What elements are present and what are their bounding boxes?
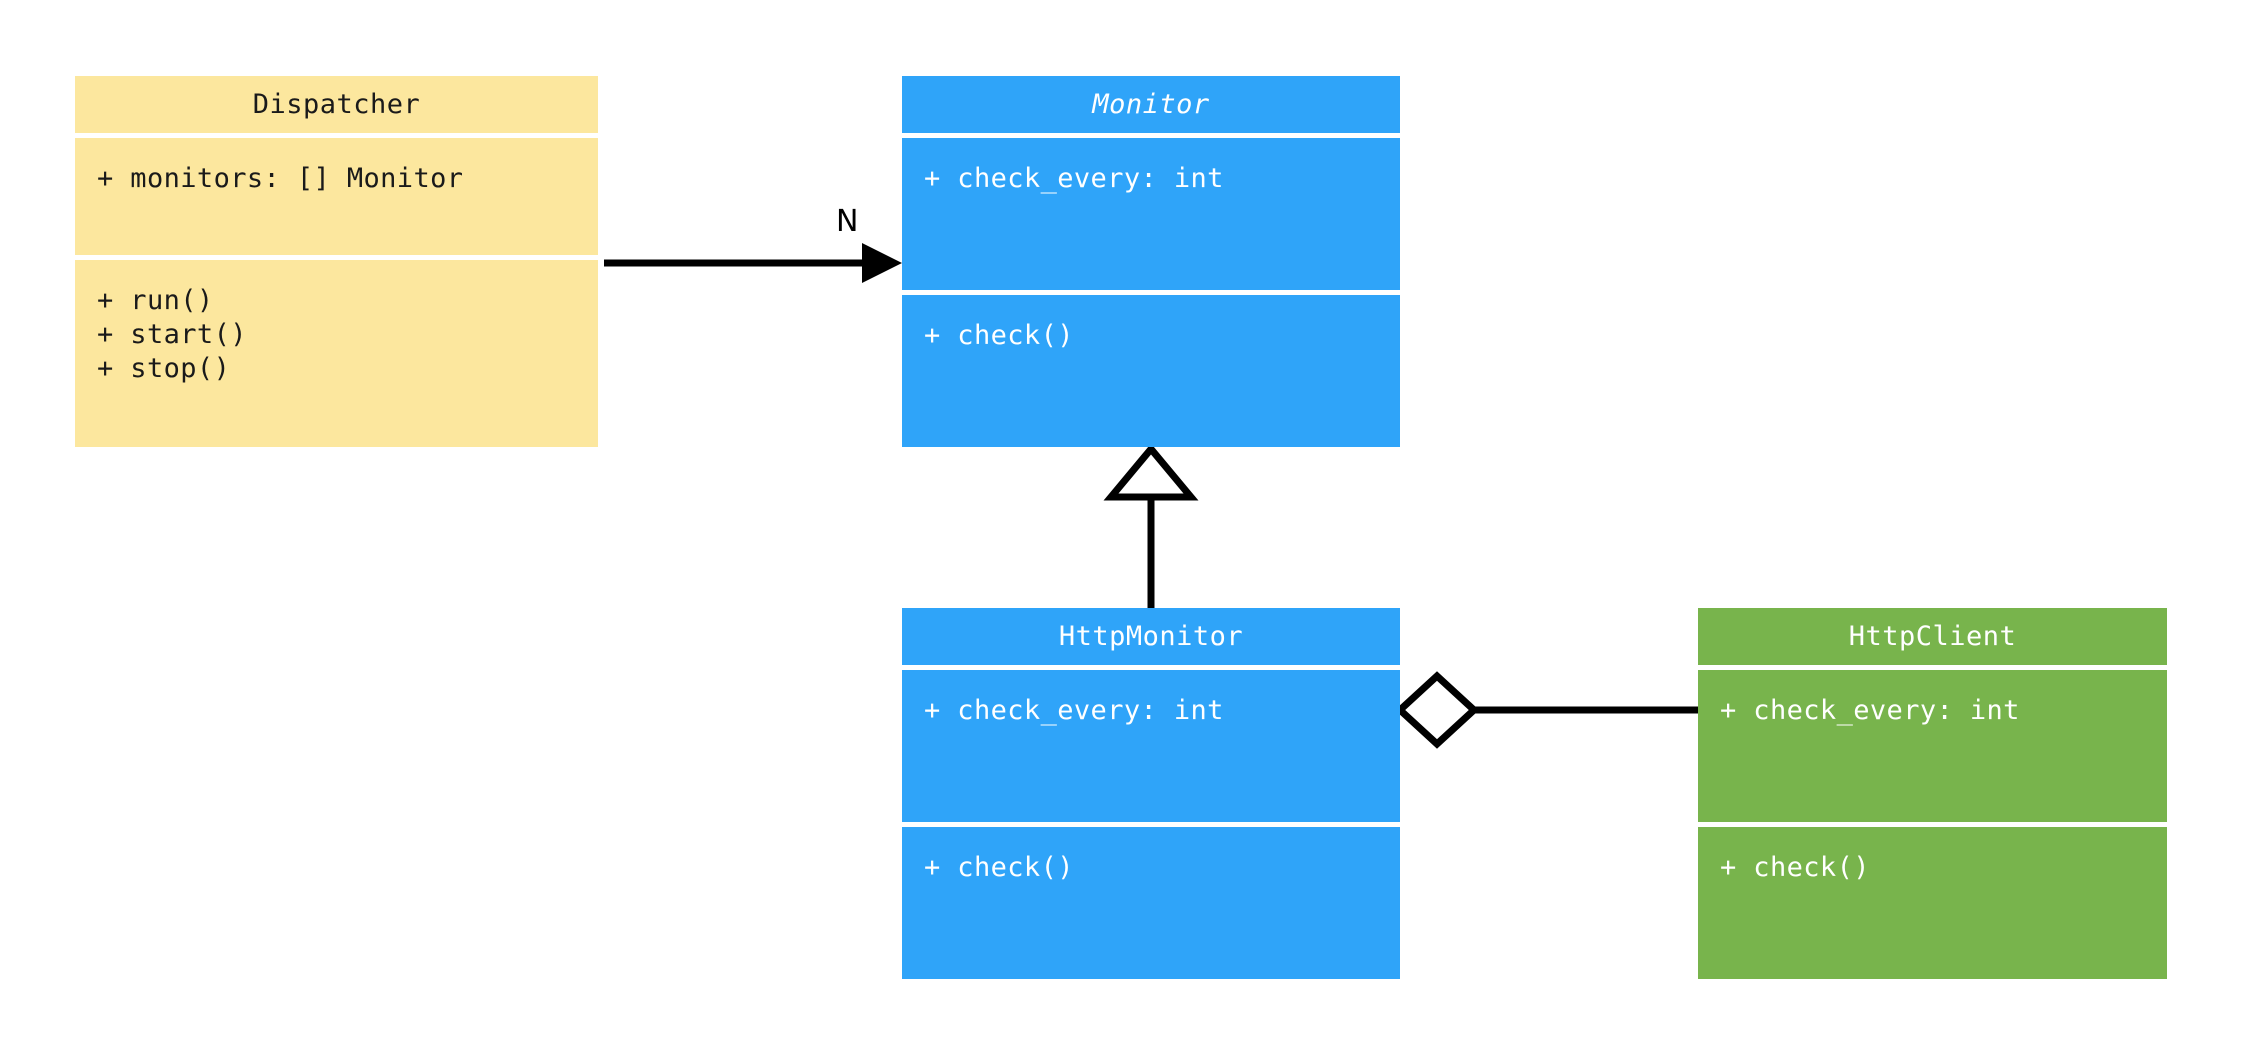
class-methods-dispatcher: + run() + start() + stop() [75,255,598,447]
class-methods-httpclient: + check() [1698,822,2167,979]
edge-label-multiplicity-n: N [836,204,859,239]
class-box-monitor[interactable]: Monitor + check_every: int + check() [902,76,1400,447]
class-box-httpmonitor[interactable]: HttpMonitor + check_every: int + check() [902,608,1400,979]
edge-httpmonitor-to-httpclient [1394,671,1698,749]
hollow-diamond-icon [1394,671,1480,749]
class-box-dispatcher[interactable]: Dispatcher + monitors: [] Monitor + run(… [75,76,598,447]
class-attributes-monitor: + check_every: int [902,133,1400,290]
filled-arrow-head-icon [862,243,902,283]
class-attributes-httpmonitor: + check_every: int [902,665,1400,822]
class-methods-monitor: + check() [902,290,1400,447]
class-title-monitor: Monitor [902,76,1400,133]
class-attributes-httpclient: + check_every: int [1698,665,2167,822]
class-title-httpmonitor: HttpMonitor [902,608,1400,665]
class-attributes-dispatcher: + monitors: [] Monitor [75,133,598,255]
class-title-dispatcher: Dispatcher [75,76,598,133]
edge-httpmonitor-to-monitor [1103,443,1199,608]
class-methods-httpmonitor: + check() [902,822,1400,979]
class-title-httpclient: HttpClient [1698,608,2167,665]
hollow-triangle-arrow-icon [1103,443,1199,501]
edge-dispatcher-to-monitor [604,243,902,283]
class-box-httpclient[interactable]: HttpClient + check_every: int + check() [1698,608,2167,979]
